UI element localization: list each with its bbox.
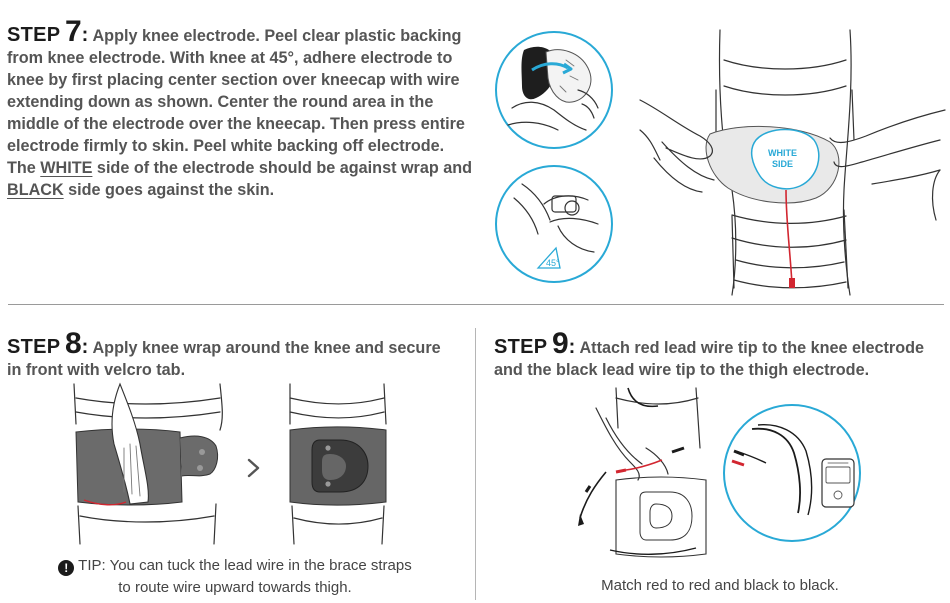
- step9-label: STEP: [494, 336, 548, 358]
- step9-caption: Match red to red and black to black.: [601, 577, 839, 594]
- step7-text-a: Apply knee electrode. Peel clear plastic…: [7, 27, 465, 177]
- tip-text-line1: You can tuck the lead wire in the brace …: [105, 557, 412, 574]
- step7-number: 7: [64, 15, 82, 48]
- step8-number: 8: [64, 327, 82, 360]
- step9-text: Attach red lead wire tip to the knee ele…: [494, 339, 925, 379]
- lead-wire-illustration: [578, 387, 707, 558]
- wrapped-knee-illustration: [289, 383, 387, 545]
- step9-number: 9: [551, 327, 569, 360]
- tip-note: ! TIP: You can tuck the lead wire in the…: [20, 557, 450, 596]
- tip-line-1: ! TIP: You can tuck the lead wire in the…: [20, 557, 450, 576]
- step7-text-c: side goes against the skin.: [63, 181, 275, 199]
- knee-electrode-illustration: WHITE SIDE: [639, 29, 946, 296]
- white-emphasis: WHITE: [40, 159, 93, 177]
- black-emphasis: BLACK: [7, 181, 64, 199]
- column-divider: [475, 328, 476, 600]
- tip-label: TIP:: [78, 557, 106, 574]
- peel-backing-illustration: [495, 31, 613, 149]
- step9-instructions: STEP 9: Attach red lead wire tip to the …: [494, 329, 946, 381]
- step7-instructions: STEP 7: Apply knee electrode. Peel clear…: [7, 17, 477, 201]
- wrap-application-illustration: [73, 382, 223, 545]
- stimulator-device-illustration: [723, 404, 861, 542]
- step7-label: STEP: [7, 24, 61, 46]
- step8-text: Apply knee wrap around the knee and secu…: [7, 339, 441, 379]
- section-divider: [8, 304, 944, 305]
- electrode-label-white: WHITE: [768, 148, 797, 158]
- step8-instructions: STEP 8: Apply knee wrap around the knee …: [7, 329, 447, 381]
- knee-45-degree-illustration: 45°: [495, 165, 613, 283]
- step8-label: STEP: [7, 336, 61, 358]
- electrode-label-side: SIDE: [772, 159, 793, 169]
- angle-label: 45°: [546, 258, 560, 268]
- step8-colon: :: [81, 336, 89, 358]
- step7-colon: :: [81, 24, 89, 46]
- alert-icon: !: [58, 560, 75, 576]
- chevron-right-icon: [247, 458, 260, 478]
- step7-text-b: side of the electrode should be against …: [92, 159, 473, 177]
- tip-text-line2: to route wire upward towards thigh.: [118, 579, 352, 596]
- step9-colon: :: [568, 336, 576, 358]
